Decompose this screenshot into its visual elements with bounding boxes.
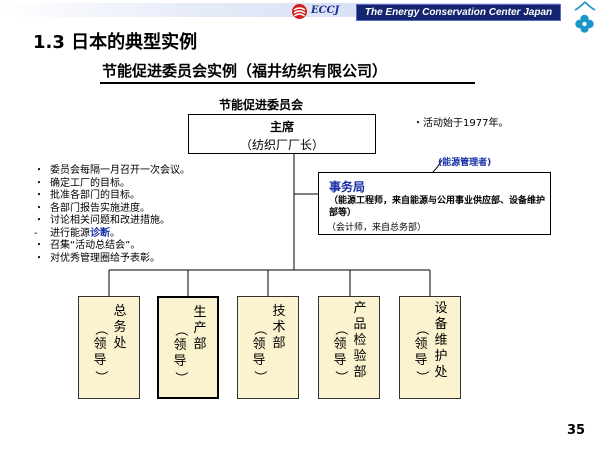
committee-title: 节能促进委员会 (219, 98, 304, 112)
list-item-text: 委员会每隔一月召开一次会议。 (50, 165, 190, 176)
list-item-text: 批准各部门的目标。 (50, 190, 140, 201)
committee-activities-list: ・委员会每隔一月召开一次会议。 ・确定工厂的目标。 ・批准各部门的目标。 ・各部… (34, 165, 264, 265)
activity-note: ・活动始于1977年。 (413, 118, 509, 129)
dept-role: （领导） (252, 322, 267, 384)
dept-name: 设备维护处 (434, 301, 448, 380)
dept-role: （领导） (414, 322, 429, 384)
secretariat-label: 事务局 (329, 180, 366, 194)
clover-icon (574, 1, 596, 33)
list-item: - 进行能源诊断。 (34, 228, 264, 241)
bullet-mark: ・ (34, 202, 44, 214)
dept-box-product-inspection: 产品检验部 （领导） (318, 296, 380, 399)
chair-box: 主席 （纺织厂厂长） (188, 114, 376, 154)
secretariat-box: 事务局 （能源工程师，来自能源与公用事业供应部、设备维护部等） （会计师，来自总… (318, 172, 551, 235)
list-item-text: 对优秀管理圈给予表彰。 (50, 252, 160, 264)
dept-name: 生产部 (193, 305, 207, 352)
bullet-mark: ・ (34, 165, 44, 176)
org-name: The Energy Conservation Center Japan (364, 7, 553, 18)
energy-manager-label: (能源管理者) (438, 158, 492, 168)
eccj-logo-icon (292, 4, 307, 19)
bullet-mark: ・ (34, 177, 44, 189)
chair-subtitle: （纺织厂厂长） (239, 138, 324, 152)
list-item-text-end: 。 (110, 227, 120, 239)
secretariat-detail-engineers: （能源工程师，来自能源与公用事业供应部、设备维护部等） (329, 196, 546, 218)
dept-box-production: 生产部 （领导） (157, 296, 219, 399)
dept-role: （领导） (333, 322, 348, 384)
dept-name: 总务处 (113, 304, 127, 351)
chair-label: 主席 (269, 120, 294, 134)
dept-box-equipment-maintenance: 设备维护处 （领导） (399, 296, 461, 399)
page-number: 35 (567, 423, 586, 438)
list-item: ・对优秀管理圈给予表彰。 (34, 253, 264, 266)
dept-name: 技术部 (272, 304, 286, 351)
list-item: ・各部门报告实施进度。 (34, 203, 264, 216)
list-item: ・召集“活动总结会”。 (34, 240, 264, 253)
eccj-logo: ECCJ (291, 3, 353, 22)
list-item: ・讨论相关问题和改进措施。 (34, 215, 264, 228)
list-item: ・确定工厂的目标。 (34, 178, 264, 191)
slide-subtitle: 节能促进委员会实例（福井纺织有限公司） (102, 62, 388, 80)
org-banner: The Energy Conservation Center Japan (356, 4, 561, 21)
bullet-mark: ・ (34, 240, 44, 251)
list-item-text: 各部门报告实施进度。 (50, 202, 150, 214)
list-item: ・委员会每隔一月召开一次会议。 (34, 165, 264, 178)
dept-role: （领导） (93, 322, 108, 384)
dept-box-technical: 技术部 （领导） (237, 296, 299, 399)
dept-box-general-affairs: 总务处 （领导） (78, 296, 140, 399)
list-item-text: 进行能源 (50, 227, 90, 239)
bullet-mark: ・ (34, 252, 44, 264)
list-item-text: 讨论相关问题和改进措施。 (50, 215, 170, 226)
logo-text: ECCJ (311, 5, 340, 16)
list-item: ・批准各部门的目标。 (34, 190, 264, 203)
bullet-mark: ・ (34, 190, 44, 201)
slide-title: 1.3 日本的典型实例 (33, 32, 198, 53)
dash-mark: - (34, 227, 38, 239)
highlight-diagnosis: 诊断 (90, 227, 110, 239)
list-item-text: 确定工厂的目标。 (50, 177, 130, 189)
list-item-text: 召集“活动总结会”。 (50, 240, 141, 251)
secretariat-detail-accountant: （会计师，来自总务部） (327, 223, 427, 233)
dept-name: 产品检验部 (353, 301, 367, 380)
bullet-mark: ・ (34, 215, 44, 226)
dept-role: （领导） (173, 323, 188, 385)
subtitle-underline (100, 82, 475, 84)
